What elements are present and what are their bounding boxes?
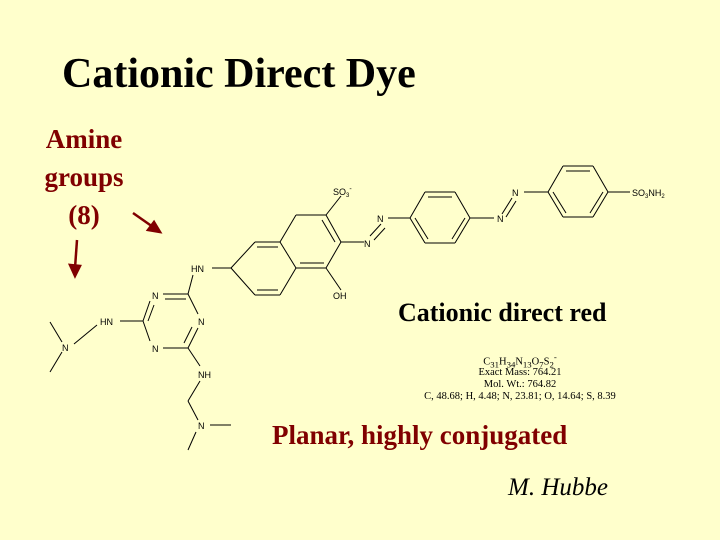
svg-text:SO3NH2: SO3NH2 — [632, 188, 665, 200]
svg-text:N: N — [152, 291, 159, 301]
exact-mass: Exact Mass: 764.21 — [478, 367, 562, 378]
svg-text:N: N — [152, 344, 159, 354]
svg-text:N: N — [364, 239, 371, 249]
svg-text:N: N — [512, 188, 519, 198]
svg-text:HN: HN — [191, 264, 204, 274]
svg-text:N: N — [198, 317, 205, 327]
slide-title: Cationic Direct Dye — [62, 51, 416, 97]
svg-text:N: N — [377, 214, 384, 224]
svg-text:SO3-: SO3- — [333, 186, 352, 199]
bond-lines — [49, 165, 630, 451]
arrow-right-icon — [132, 211, 163, 234]
molecular-weight: Mol. Wt.: 764.82 — [483, 379, 557, 390]
annotation-amine-line2: groups — [44, 162, 124, 192]
svg-text:N: N — [62, 343, 69, 353]
svg-text:N: N — [497, 214, 504, 224]
molecular-formula: C31H34N13O7S2- — [483, 352, 557, 370]
author: M. Hubbe — [508, 474, 608, 501]
elemental-analysis: C, 48.68; H, 4.48; N, 23.81; O, 14.64; S… — [424, 391, 616, 402]
compound-name: Cationic direct red — [398, 298, 607, 327]
svg-text:OH: OH — [333, 291, 347, 301]
svg-text:NH: NH — [198, 370, 211, 380]
atom-labels: SO3- N N N N SO3NH2 HN OH N N N HN N NH … — [62, 186, 665, 431]
arrow-down-icon — [67, 239, 82, 279]
svg-text:N: N — [198, 421, 205, 431]
tagline: Planar, highly conjugated — [272, 420, 568, 450]
svg-text:HN: HN — [100, 317, 113, 327]
annotation-amine-line1: Amine — [45, 124, 123, 154]
annotation-amine-line3: (8) — [68, 200, 100, 230]
